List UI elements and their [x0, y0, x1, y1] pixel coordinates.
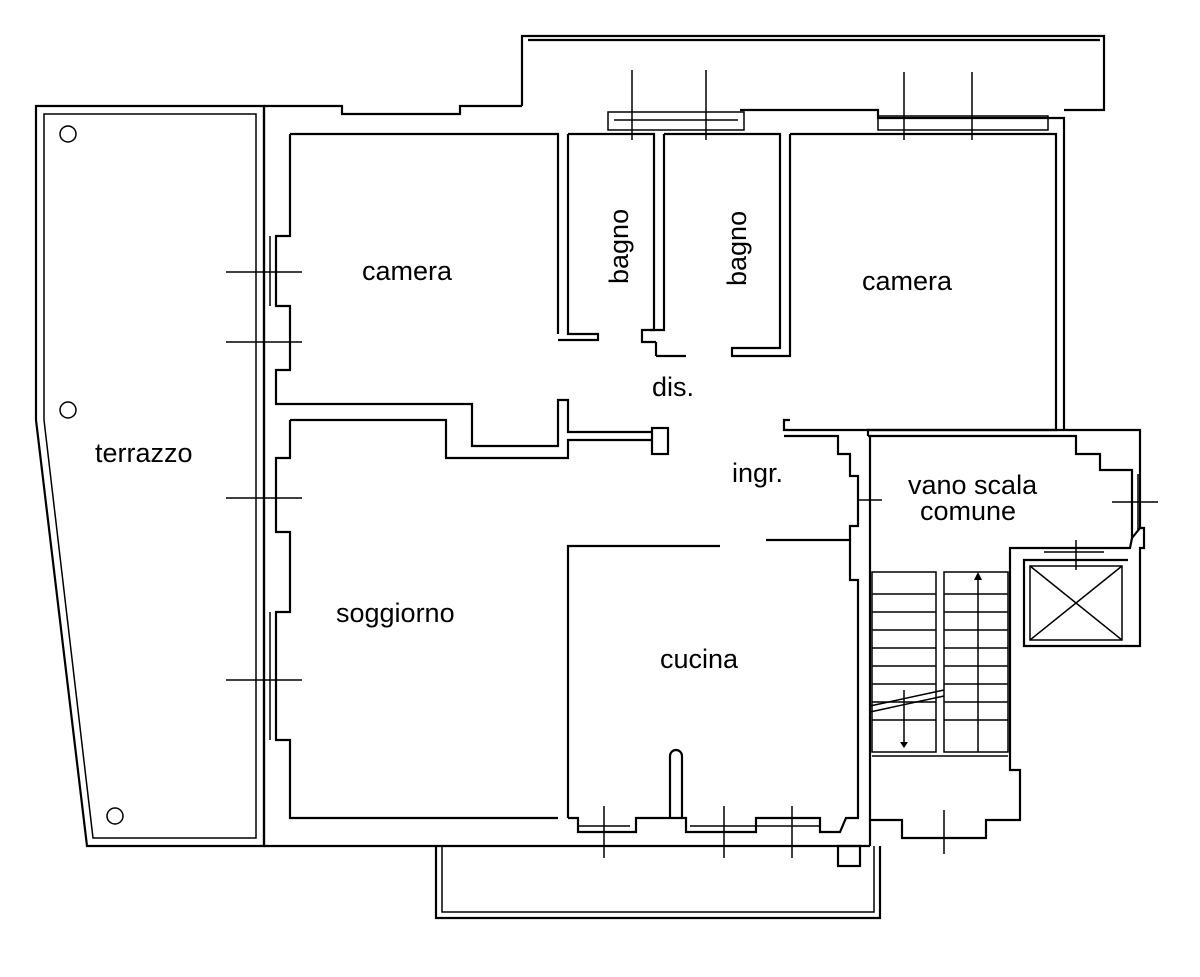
label-soggiorno: soggiorno — [336, 598, 455, 628]
elevator-shaft — [1029, 540, 1123, 641]
label-terrazzo: terrazzo — [95, 438, 193, 468]
label-bagno-1: bagno — [604, 209, 634, 284]
stair-treads — [872, 593, 1008, 721]
terrace-column-marker — [106, 807, 124, 825]
terrace-column-marker — [59, 401, 77, 419]
label-camera-left: camera — [362, 256, 453, 286]
staircase — [869, 571, 1009, 757]
terrace-column-marker — [59, 125, 77, 143]
label-dis: dis. — [652, 372, 694, 402]
terrace — [34, 104, 266, 848]
label-camera-right: camera — [862, 266, 953, 296]
label-vano-scala: vano scala — [908, 470, 1038, 500]
interior-walls — [290, 132, 1146, 840]
balcony-bottom — [434, 846, 882, 920]
label-ingr: ingr. — [732, 458, 783, 488]
label-comune: comune — [920, 496, 1016, 526]
room-labels: terrazzo camera bagno bagno camera dis. … — [95, 209, 1038, 674]
balcony-top — [520, 34, 1106, 112]
label-cucina: cucina — [660, 644, 739, 674]
windows — [226, 70, 1158, 868]
label-bagno-2: bagno — [722, 211, 752, 286]
